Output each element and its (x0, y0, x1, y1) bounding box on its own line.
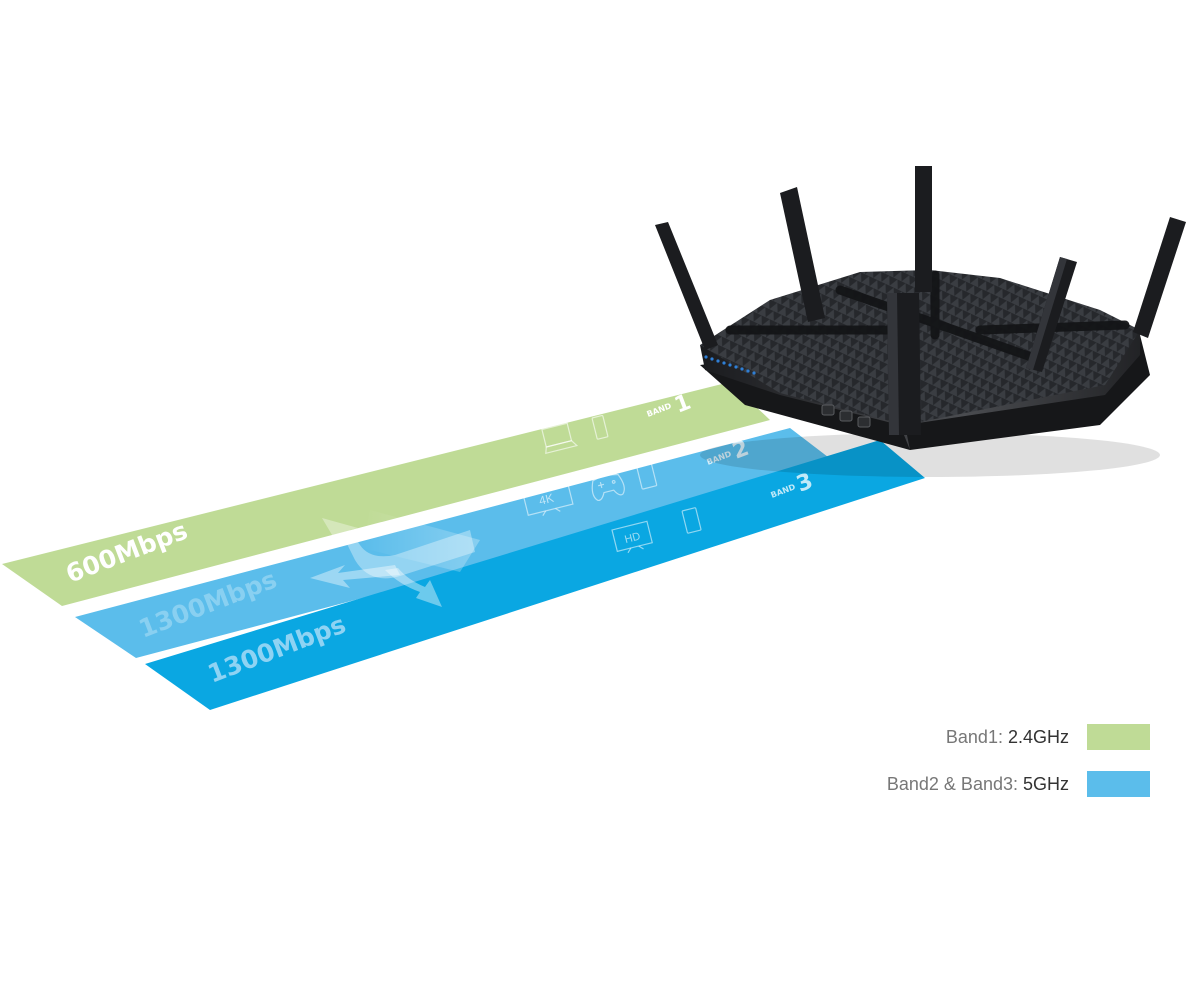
tv-4k-label: 4K (538, 491, 556, 508)
router-front-buttons (821, 404, 871, 428)
band-3-surface (145, 440, 925, 710)
legend-frequency: 5GHz (1022, 773, 1069, 794)
wps-button (821, 404, 835, 416)
legend-band-name: Band2 & Band3: (886, 773, 1023, 794)
antenna-2 (780, 187, 825, 322)
antenna-1 (655, 222, 718, 350)
band-1-surface (2, 382, 770, 606)
tv-hd-label: HD (623, 531, 641, 547)
tablet-icon (681, 507, 702, 534)
legend-swatch-green (1087, 724, 1150, 750)
phone-icon (591, 414, 609, 440)
legend-item-band1: Band1: 2.4GHz (887, 722, 1150, 752)
legend-swatch-blue (1087, 771, 1150, 797)
gamepad-icon (591, 474, 625, 502)
legend-frequency: 2.4GHz (1007, 726, 1069, 747)
led-button (857, 416, 871, 428)
wifi-button (839, 410, 853, 422)
router-status-leds (704, 355, 756, 375)
router-image (655, 166, 1186, 477)
tv-hd-icon: HD (611, 520, 653, 554)
frequency-legend: Band1: 2.4GHz Band2 & Band3: 5GHz (887, 722, 1150, 816)
laptop-icon (541, 422, 579, 455)
antenna-4 (1133, 217, 1186, 338)
legend-label: Band1: 2.4GHz (946, 727, 1069, 748)
legend-item-band2-band3: Band2 & Band3: 5GHz (887, 769, 1150, 799)
tablet-icon (635, 459, 658, 490)
smart-connect-arrows-icon (310, 510, 480, 607)
antenna-3 (915, 166, 932, 292)
router-antennas (655, 166, 1186, 435)
legend-band-name: Band1: (945, 726, 1008, 747)
tv-4k-icon: 4K (521, 478, 574, 517)
legend-label: Band2 & Band3: 5GHz (887, 774, 1069, 795)
